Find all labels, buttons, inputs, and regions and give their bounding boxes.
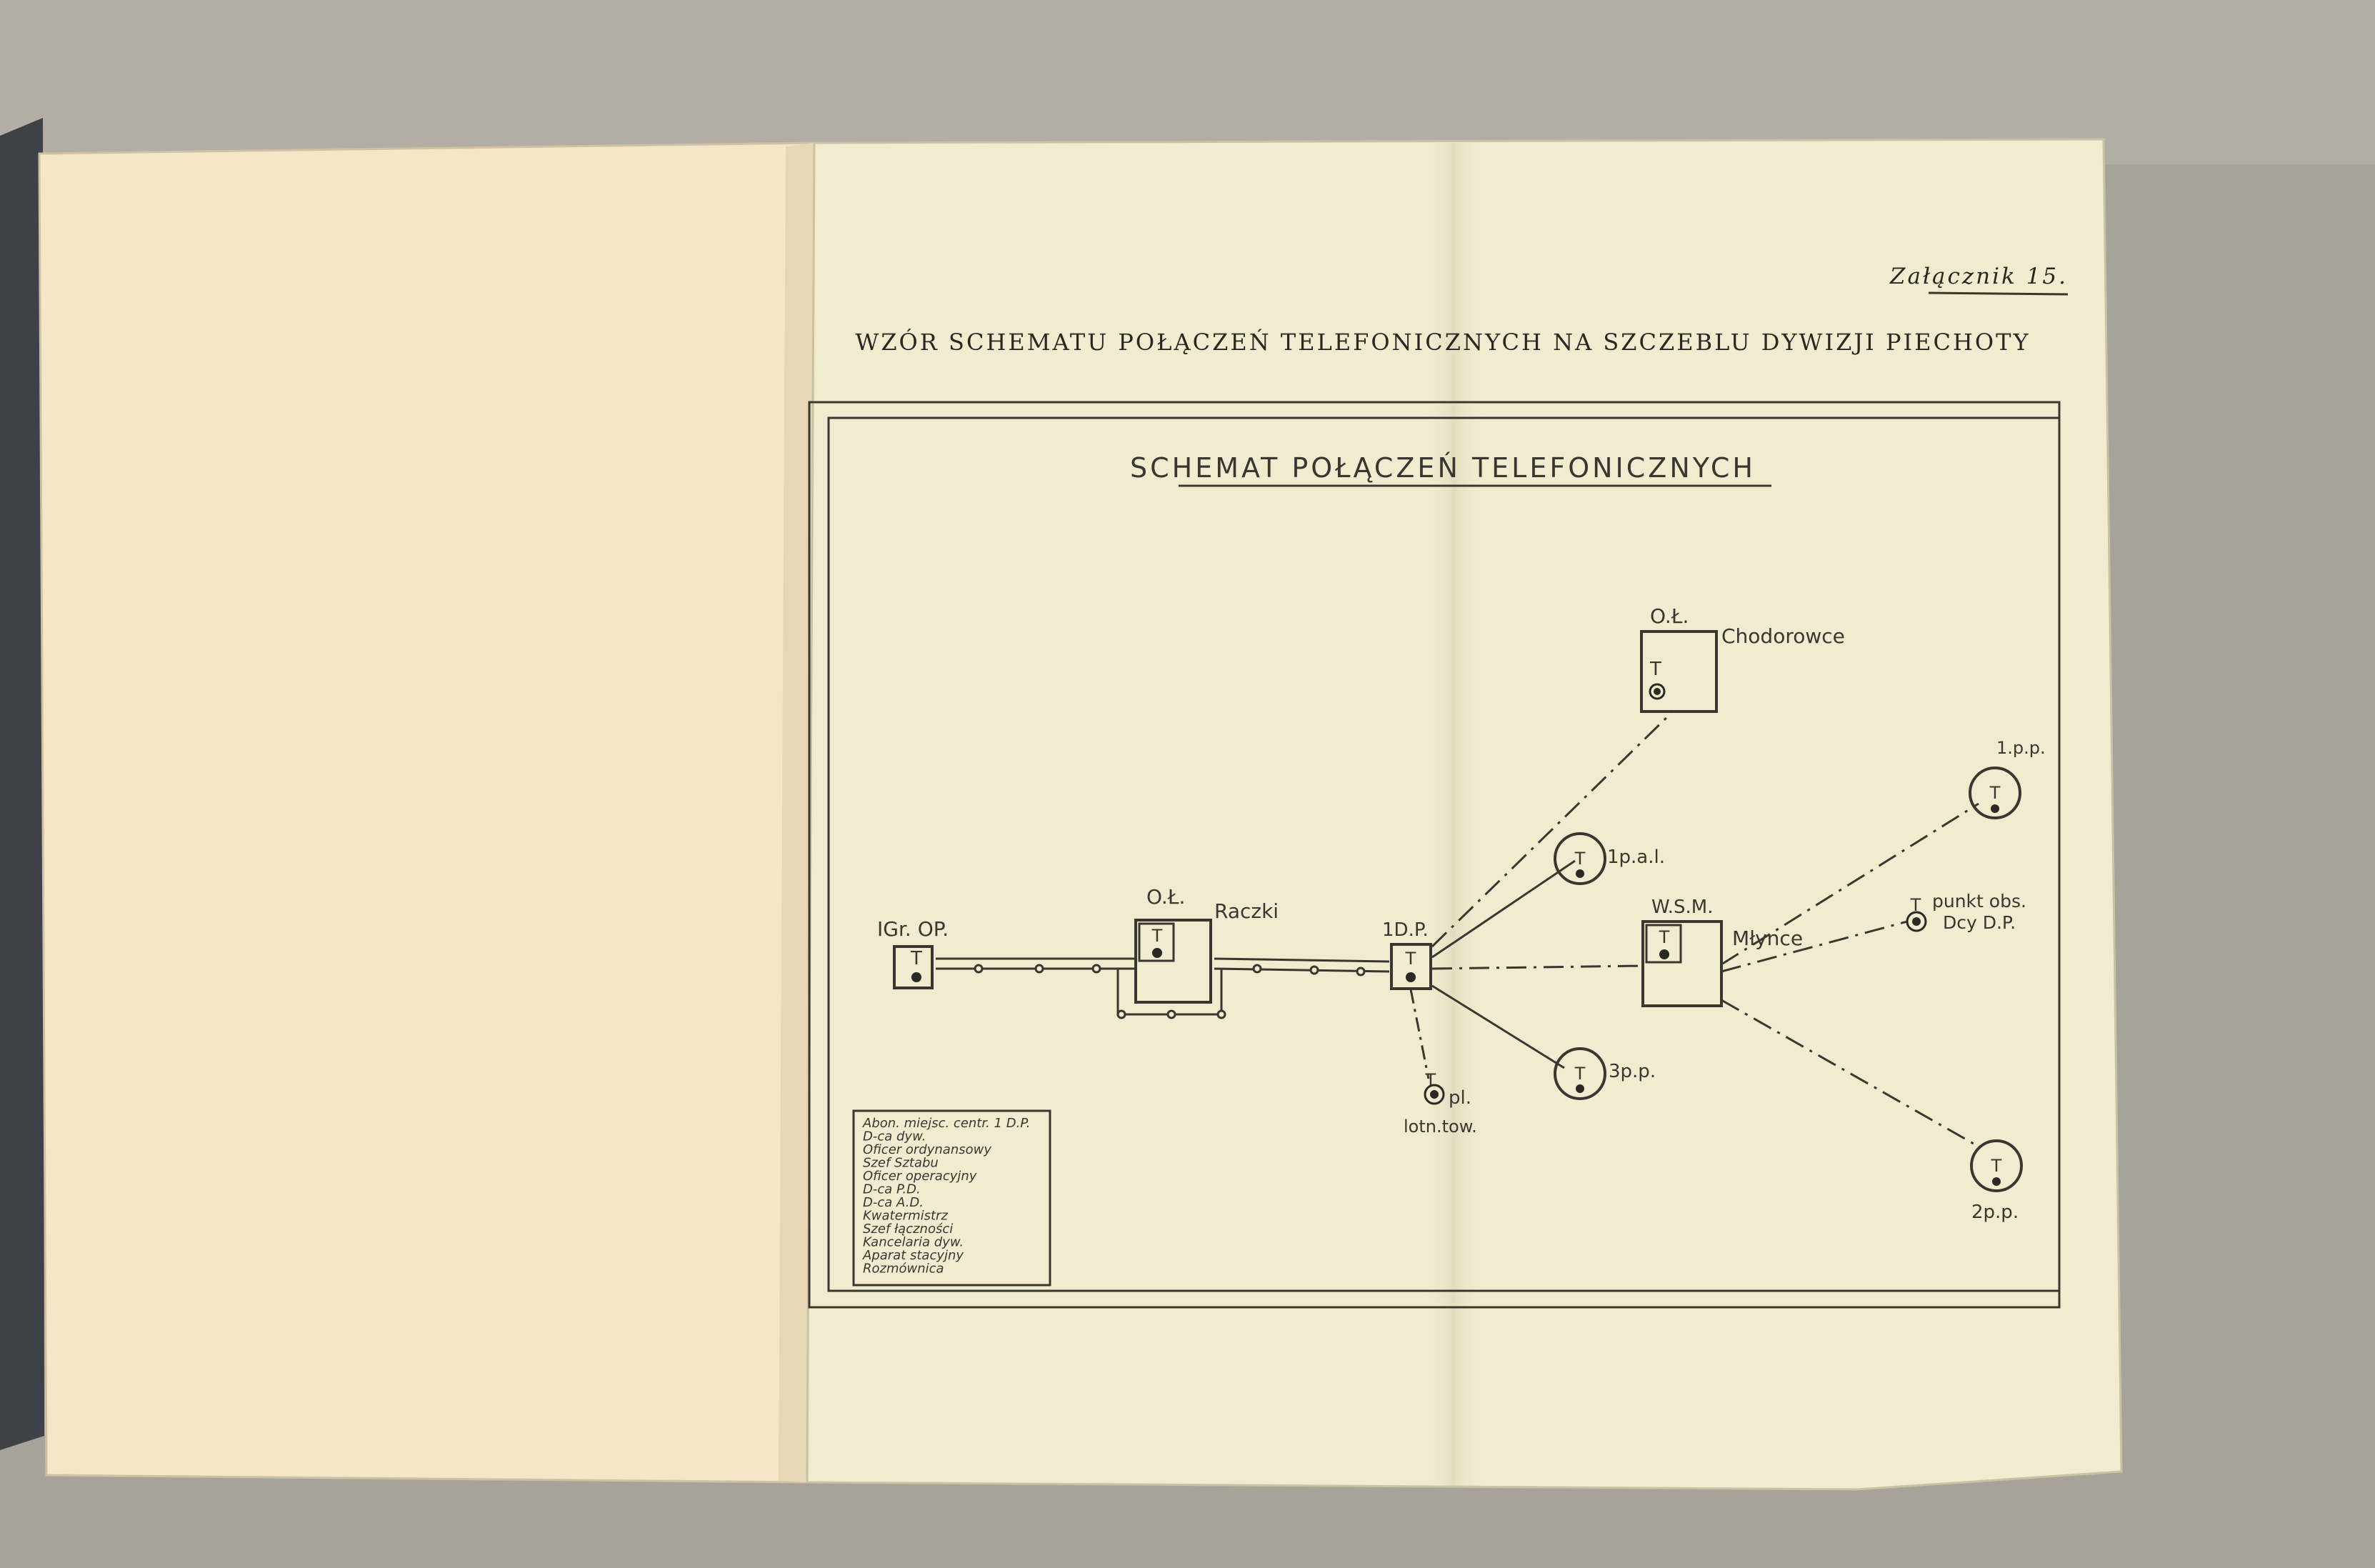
- node-igr-op: T IGr. OP.: [877, 917, 949, 989]
- telephone-bell-icon: [1912, 917, 1921, 926]
- line-dp-pal: [1431, 859, 1576, 959]
- telephone-icon: T: [1405, 949, 1416, 969]
- main-title: WZÓR SCHEMATU POŁĄCZEŃ TELEFONICZNYCH NA…: [855, 329, 2030, 356]
- node-punkt-obs: T punkt obs. Dcy D.P.: [1906, 891, 2026, 933]
- telephone-bell-icon: [911, 972, 921, 982]
- node-pl-label2: lotn.tow.: [1404, 1117, 1477, 1137]
- legend-line: Szef Sztabu: [863, 1156, 939, 1171]
- telephone-bell-icon: [1576, 1084, 1584, 1093]
- node-igr-label: IGr. OP.: [877, 917, 949, 941]
- legend-line: D-ca A.D.: [863, 1195, 924, 1210]
- node-raczki-label: O.Ł.: [1146, 885, 1185, 909]
- line-dp-chodorowce: [1431, 711, 1673, 948]
- node-3pp: T 3p.p.: [1554, 1047, 1656, 1100]
- sheet-fold: [1421, 143, 1486, 1486]
- telephone-bell-icon: [1152, 948, 1162, 958]
- node-ol-raczki: T O.Ł. Raczki: [1134, 885, 1279, 1004]
- telephone-icon: T: [1574, 1064, 1586, 1084]
- legend-line: Abon. miejsc. centr. 1 D.P.: [862, 1116, 1030, 1131]
- telephone-bell-icon: [1654, 688, 1661, 695]
- annex-label: Załącznik 15.: [1889, 264, 2068, 289]
- legend-line: Oficer operacyjny: [863, 1169, 977, 1184]
- legend-line: D-ca P.D.: [863, 1182, 921, 1197]
- legend-line: D-ca dyw.: [863, 1129, 926, 1144]
- telephone-bell-icon: [1991, 804, 1999, 813]
- node-3pp-label: 3p.p.: [1609, 1061, 1656, 1082]
- telephone-icon: T: [1574, 849, 1586, 869]
- node-chodorowce-place: Chodorowce: [1721, 624, 1845, 648]
- telephone-bell-icon: [1992, 1177, 2001, 1186]
- node-wsm-place: Młynce: [1732, 927, 1803, 950]
- node-wsm: T W.S.M. Młynce: [1641, 897, 1803, 1007]
- legend-box: Abon. miejsc. centr. 1 D.P.D-ca dyw.Ofic…: [852, 1109, 1051, 1287]
- line-raczki-dp-a: [1214, 957, 1390, 963]
- telephone-icon: T: [910, 948, 922, 969]
- legend-line: Aparat stacyjny: [862, 1248, 964, 1263]
- telephone-icon: T: [1151, 926, 1163, 946]
- junction-points: [974, 964, 1366, 1019]
- node-wsm-label: W.S.M.: [1651, 897, 1713, 918]
- line-wsm-obs: [1721, 920, 1908, 973]
- telephone-icon: T: [1659, 927, 1670, 947]
- node-ol-chodorowce: T O.Ł. Chodorowce: [1640, 604, 1845, 713]
- legend-line: Rozmównica: [863, 1262, 944, 1277]
- node-pl-label: pl.: [1449, 1087, 1471, 1109]
- line-wsm-1pp: [1721, 802, 1979, 966]
- line-dp-3pp: [1431, 984, 1565, 1069]
- node-chodorowce-label: O.Ł.: [1650, 604, 1689, 628]
- node-obs-label2: Dcy D.P.: [1943, 912, 2016, 933]
- node-2pp-label: 2p.p.: [1971, 1202, 2019, 1223]
- node-1dp-label: 1D.P.: [1382, 919, 1429, 941]
- line-wsm-2pp: [1721, 999, 1979, 1148]
- node-1dp: T 1D.P.: [1382, 919, 1432, 990]
- legend-line: Kwatermistrz: [863, 1209, 948, 1224]
- left-page: [38, 141, 816, 1484]
- node-1pp-label: 1.p.p.: [1996, 738, 2046, 758]
- telephone-bell-icon: [1430, 1090, 1439, 1099]
- legend-line: Kancelaria dyw.: [863, 1235, 964, 1250]
- telephone-icon: T: [1910, 895, 1921, 915]
- book-cover-edge: [0, 118, 44, 1450]
- telephone-bell-icon: [1576, 869, 1584, 878]
- node-obs-label: punkt obs.: [1932, 891, 2026, 912]
- legend-line: Szef łączności: [863, 1222, 953, 1237]
- diagram-title: SCHEMAT POŁĄCZEŃ TELEFONICZNYCH: [1130, 452, 1756, 484]
- node-1pp: T 1.p.p.: [1969, 738, 2046, 819]
- connection-lines: [936, 711, 1979, 1148]
- legend-line: Oficer ordynansowy: [863, 1142, 991, 1157]
- node-1pal: T 1p.a.l.: [1554, 832, 1665, 885]
- node-2pp: T 2p.p.: [1970, 1139, 2023, 1223]
- telephone-bell-icon: [1659, 949, 1669, 959]
- inner-frame: [827, 416, 2061, 1292]
- node-raczki-place: Raczki: [1214, 899, 1279, 923]
- node-pl-lotn: T pl. lotn.tow.: [1404, 1070, 1477, 1137]
- telephone-bell-icon: [1406, 972, 1416, 982]
- node-1pal-label: 1p.a.l.: [1607, 847, 1665, 868]
- telephone-icon: T: [1649, 659, 1661, 680]
- telephone-icon: T: [1991, 1156, 2002, 1176]
- telephone-icon: T: [1989, 783, 2001, 803]
